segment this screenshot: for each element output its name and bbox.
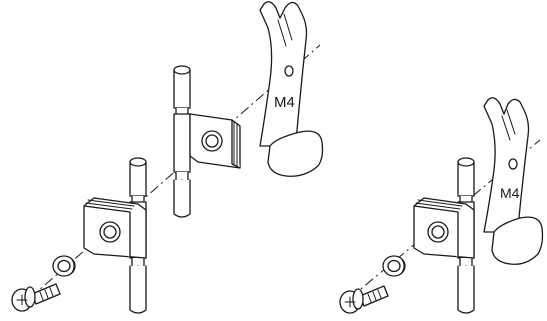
grounding-tab-left <box>259 1 324 177</box>
mounting-hole-left <box>284 65 294 77</box>
grounding-tab-right <box>483 97 544 265</box>
clamp-block-lower-left <box>83 197 147 259</box>
cable-upper-left <box>173 65 191 218</box>
left-assembly: M4 <box>11 1 324 314</box>
screw-right <box>339 285 389 314</box>
mounting-hole-right <box>508 158 518 170</box>
clamp-block-upper-left <box>189 113 241 169</box>
size-label-left: M4 <box>274 94 295 111</box>
washer-left <box>52 255 76 277</box>
size-label-right: M4 <box>500 185 520 201</box>
washer-right <box>382 255 406 277</box>
right-assembly: M4 <box>339 97 544 314</box>
screw-left <box>11 283 61 312</box>
clamp-block-right <box>413 197 475 259</box>
